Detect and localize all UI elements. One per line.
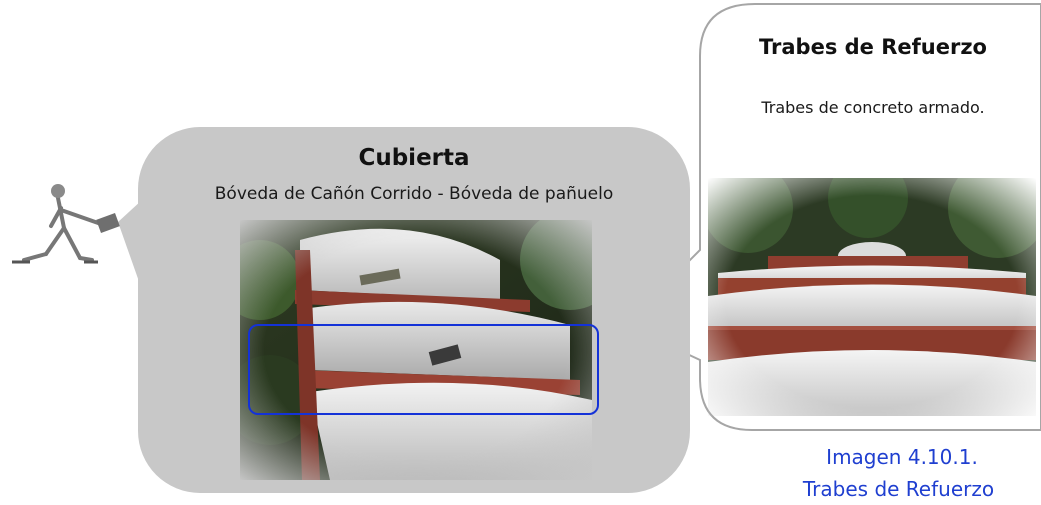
figure-caption-title: Trabes de Refuerzo bbox=[802, 477, 995, 501]
highlight-box bbox=[248, 324, 599, 415]
right-callout-title: Trabes de Refuerzo bbox=[759, 35, 987, 59]
roof-photo-left bbox=[240, 220, 592, 480]
left-callout-title: Cubierta bbox=[358, 145, 470, 171]
figure-caption-number: Imagen 4.10.1. bbox=[826, 445, 978, 469]
right-callout-subtitle: Trabes de concreto armado. bbox=[761, 98, 985, 117]
stick-figure-pointing-icon bbox=[12, 184, 120, 264]
roof-photo-right bbox=[708, 178, 1036, 416]
left-callout-subtitle: Bóveda de Cañón Corrido - Bóveda de pañu… bbox=[214, 184, 614, 204]
